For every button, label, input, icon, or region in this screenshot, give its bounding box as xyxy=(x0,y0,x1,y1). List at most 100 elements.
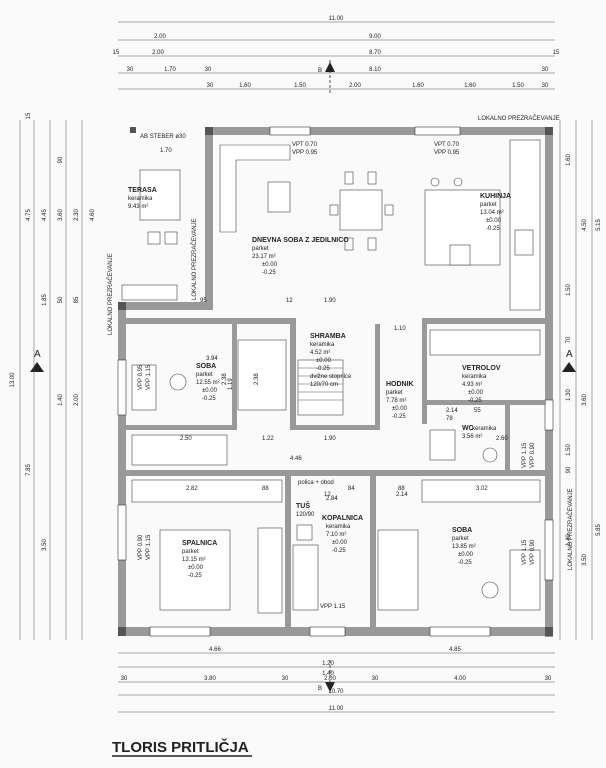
dim-right-1-60: 1.60 xyxy=(566,154,572,166)
room-soba1-line3: ±0.00 xyxy=(202,388,218,394)
polica-note: polica + obod xyxy=(298,480,334,486)
dim-bot-4-00: 4.00 xyxy=(454,676,466,682)
terrace-table xyxy=(139,169,181,221)
room-soba1-line4: -0.25 xyxy=(202,396,216,402)
bed-soba2 xyxy=(377,529,419,611)
room-soba2-line4: -0.25 xyxy=(458,560,472,566)
sofa xyxy=(219,144,291,233)
idim-88a: 88 xyxy=(262,486,269,492)
room-spalnica-line2: 13.15 m² xyxy=(182,557,206,563)
dim-bot-11-00: 11.00 xyxy=(329,706,344,712)
dim-top-8-10: 8.10 xyxy=(369,67,381,73)
cooktop xyxy=(449,244,471,266)
room-shramba-line4: -0.25 xyxy=(316,366,330,372)
dim-top-1-50a: 1.50 xyxy=(294,83,306,89)
desk-soba1 xyxy=(131,364,157,411)
room-labels: TERASA keramika 9.43 m² DNEVNA SOBA Z JE… xyxy=(128,187,511,579)
room-wc-line2: 3.56 m² xyxy=(462,434,482,440)
note-lokalno-top: LOKALNO PREZRAČEVANJE xyxy=(478,115,560,122)
win5-line1: VPP 1.15 xyxy=(522,442,528,468)
room-kopalnica-name: KOPALNICA xyxy=(322,515,363,522)
room-terasa-line1: keramika xyxy=(128,196,153,202)
dim-top-9-00: 9.00 xyxy=(369,34,381,40)
idim-2-38a: 2.38 xyxy=(222,373,228,385)
note-lokalno-right: LOKALNO PREZRAČEVANJE xyxy=(567,488,574,570)
top-dimensions: 11.00 2.00 9.00 15 2.00 8.70 15 30 1.70 … xyxy=(113,16,560,90)
room-hodnik-line1: parket xyxy=(386,390,403,396)
note-lokalno-left: LOKALNO PREZRAČEVANJE xyxy=(107,253,114,335)
room-kuhinja-line2: 13.04 m² xyxy=(480,210,504,216)
idim-2-50: 2.50 xyxy=(180,436,192,442)
room-tus-name: TUŠ xyxy=(296,501,310,510)
dim-top-1-50b: 1.50 xyxy=(512,83,524,89)
idim-78: 78 xyxy=(446,416,453,422)
room-vetrolov-line4: -0.25 xyxy=(468,398,482,404)
win4-line2: VPP 1.15 xyxy=(146,534,152,560)
idim-88b: 88 xyxy=(398,486,405,492)
dim-bot-30b: 30 xyxy=(282,676,289,682)
room-shramba-line1: keramika xyxy=(310,342,335,348)
win4-line1: VPP 0.90 xyxy=(138,534,144,560)
dim-left-4-45: 4.45 xyxy=(42,209,48,221)
idim-1-22: 1.22 xyxy=(262,436,274,442)
section-a-left: A xyxy=(30,349,44,372)
dim-top-30c: 30 xyxy=(542,67,549,73)
dim-top-30b: 30 xyxy=(205,67,212,73)
storage-soba1 xyxy=(131,434,228,466)
dim-right-5-15: 5.15 xyxy=(596,219,602,231)
wc-toilet xyxy=(482,447,498,463)
win6-line1: VPP 1.15 xyxy=(320,604,346,610)
win2-line2: VPP 0.95 xyxy=(434,150,460,156)
idim-95: 95 xyxy=(200,298,207,304)
section-a-label-left: A xyxy=(34,349,41,360)
note-ab-steber: AB STEBER ø30 xyxy=(140,134,186,140)
win3-line2: VPP 1.15 xyxy=(146,364,152,390)
room-spalnica-line1: parket xyxy=(182,549,199,555)
window-notes: VPT 0.70 VPP 0.95 VPT 0.70 VPP 0.95 VPP … xyxy=(138,142,536,610)
dim-top-total: 11.00 xyxy=(329,16,344,22)
dim-top-2-00c: 2.00 xyxy=(349,83,361,89)
shower xyxy=(296,524,313,541)
idim-1-90a: 1.90 xyxy=(324,298,336,304)
win1-line1: VPT 0.70 xyxy=(292,142,318,148)
dim-bot-3-80: 3.80 xyxy=(204,676,216,682)
dim-top-30a: 30 xyxy=(127,67,134,73)
room-spalnica-line4: -0.25 xyxy=(188,573,202,579)
room-hodnik-line2: 7.78 m² xyxy=(386,398,406,404)
dim-right-1-30: 1.30 xyxy=(566,389,572,401)
dim-left-2-00: 2.00 xyxy=(74,394,80,406)
inner-dimensions: 1.70 1.90 1.10 2.50 1.22 1.90 2.60 4.46 … xyxy=(160,148,508,502)
room-vetrolov-line2: 4.93 m² xyxy=(462,382,482,388)
dim-left-4-60: 4.60 xyxy=(90,209,96,221)
dim-top-1-60c: 1.60 xyxy=(464,83,476,89)
dim-right-70: 70 xyxy=(566,336,572,343)
idim-2-14a: 2.14 xyxy=(446,408,458,414)
room-tus-line1: 120/90 xyxy=(296,512,315,518)
room-kuhinja-line1: parket xyxy=(480,202,497,208)
wardrobe-soba2 xyxy=(421,479,541,503)
room-spalnica-line3: ±0.00 xyxy=(188,565,204,571)
room-vetrolov-name: VETROLOV xyxy=(462,365,501,372)
wardrobe-spalnica-top xyxy=(131,479,283,503)
idim-1-70: 1.70 xyxy=(160,148,172,154)
coffee-table xyxy=(267,181,291,213)
section-a-right: A xyxy=(562,349,576,372)
dim-right-90: 90 xyxy=(566,466,572,473)
room-shramba-line3: ±0.00 xyxy=(316,358,332,364)
idim-4-46: 4.46 xyxy=(290,456,302,462)
dim-top-30e: 30 xyxy=(542,83,549,89)
dim-top-15a: 15 xyxy=(113,50,120,56)
idim-2-84: 2.84 xyxy=(326,496,338,502)
idim-3-02: 3.02 xyxy=(476,486,488,492)
room-hodnik-name: HODNIK xyxy=(386,381,414,388)
dim-right-4-50: 4.50 xyxy=(582,219,588,231)
room-shramba-name: SHRAMBA xyxy=(310,333,346,340)
win7-line1: VPP 1.15 xyxy=(522,539,528,565)
section-b-top: B xyxy=(318,60,335,95)
room-terasa-name: TERASA xyxy=(128,187,157,194)
dim-left-15: 15 xyxy=(26,112,32,119)
dim-top-1-60b: 1.60 xyxy=(412,83,424,89)
section-b-bottom: B xyxy=(318,660,335,695)
dim-left-7-85: 7.85 xyxy=(26,464,32,476)
room-kuhinja-line3: ±0.00 xyxy=(486,218,502,224)
